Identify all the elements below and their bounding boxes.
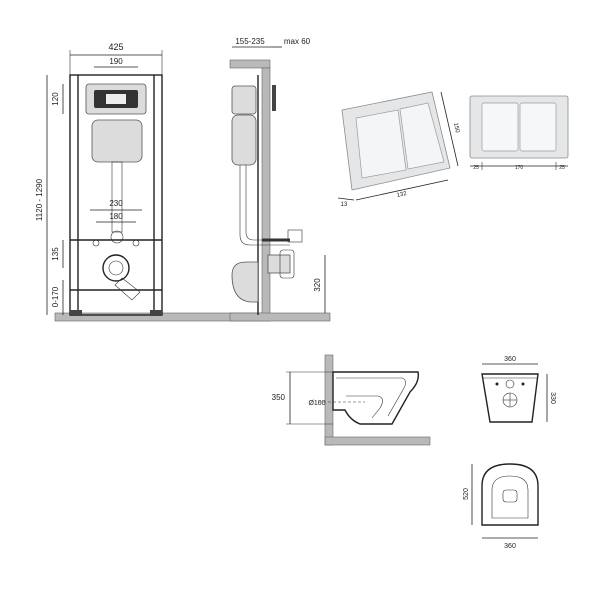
drain-outlet-inner: [108, 260, 124, 276]
right-fixing-stud: [132, 239, 140, 247]
dim-bowl-front-height: 330: [549, 392, 556, 404]
drain-connector: [267, 254, 291, 274]
dim-line-panel-height: [440, 91, 459, 167]
wall-section: [261, 67, 271, 319]
left-fixing-stud: [92, 239, 100, 247]
bowl-fix-right: [521, 382, 525, 386]
cistern-tank: [91, 119, 143, 163]
bowl-top-outline: [481, 463, 539, 526]
dim-head-height: 120: [51, 92, 60, 106]
wall-top-cap: [229, 59, 271, 69]
dim-panel-width: 132: [396, 191, 408, 199]
side-drain-elbow: [231, 261, 259, 303]
dim-top-width: 190: [109, 57, 123, 66]
bowl-top-view: 520 360: [463, 463, 539, 550]
left-foot: [70, 310, 82, 316]
flush-pipe: [111, 161, 123, 233]
flush-button-left-angled: [355, 109, 407, 179]
dim-bowl-top-length: 520: [463, 488, 470, 500]
bowl-trap-line: [346, 395, 383, 419]
bowl-floor-line: [324, 436, 431, 446]
valve-window: [106, 94, 126, 104]
flush-panel-angled-view: 150 132 13: [337, 91, 460, 208]
dim-bowl-height: 350: [272, 393, 286, 402]
side-flush-plate: [272, 85, 276, 111]
dim-line-panel-width: [355, 179, 449, 201]
flush-connector: [287, 229, 303, 243]
dim-pipe-spacing-outer: 230: [109, 199, 123, 208]
bowl-side-outline: [332, 371, 420, 425]
bowl-front-outline: [481, 373, 539, 423]
drain-sleeve: [279, 249, 295, 279]
dim-bowl-front-width: 360: [504, 356, 516, 363]
dim-foot-adjust: 0-170: [51, 286, 60, 307]
flush-button-left-front: [481, 102, 519, 152]
bowl-top-inner: [491, 475, 529, 519]
bowl-inner-line: [336, 377, 406, 417]
drain-outlet-outer: [102, 254, 130, 282]
side-view-installation-frame: 155-235 max 60 320: [229, 37, 331, 322]
dim-panel-thickness: 13: [341, 202, 348, 208]
dim-wall-depth: 155-235: [235, 37, 265, 46]
dim-drain-offset: 135: [51, 247, 60, 261]
side-cistern-tank: [231, 114, 257, 166]
flush-button-right-angled: [399, 102, 445, 170]
bowl-front-inlet: [505, 379, 515, 389]
side-floor-slab: [229, 312, 331, 322]
frame-outline: [69, 74, 163, 316]
bowl-side-view: 350 Ø100: [272, 354, 431, 446]
right-foot: [150, 310, 162, 316]
flush-outlet-ring: [110, 230, 124, 244]
bowl-wall-section: [324, 354, 334, 446]
side-valve-head: [231, 85, 257, 115]
flush-button-right-front: [519, 102, 557, 152]
dim-line-panel-thickness: [337, 197, 355, 201]
dim-panel-side-left: 25: [473, 165, 479, 171]
side-flush-pipe: [239, 165, 290, 246]
dim-bowl-top-width: 360: [504, 543, 516, 550]
side-flush-pipe-inner: [245, 165, 290, 241]
bowl-top-outlet: [502, 489, 518, 503]
dim-panel-height: 150: [452, 122, 460, 134]
dim-panel-center: 170: [515, 165, 524, 171]
dim-total-width: 425: [108, 42, 123, 52]
drain-elbow: [114, 277, 141, 301]
dim-pipe-diameter: Ø100: [308, 400, 325, 407]
bowl-front-view: 360 330: [481, 356, 556, 423]
dim-pipe-spacing-inner: 180: [109, 212, 123, 221]
flush-panel-front-view: 25 170 25: [469, 95, 569, 171]
dim-frame-height: 1120 - 1290: [35, 178, 44, 221]
dim-max-depth: max 60: [284, 37, 311, 46]
bowl-fix-left: [495, 382, 499, 386]
dim-panel-side-right: 25: [559, 165, 565, 171]
dim-drain-height: 320: [313, 278, 322, 292]
front-view-installation-frame: 425 190 120 1120 - 1290 230 180 135 0-17…: [35, 42, 271, 322]
